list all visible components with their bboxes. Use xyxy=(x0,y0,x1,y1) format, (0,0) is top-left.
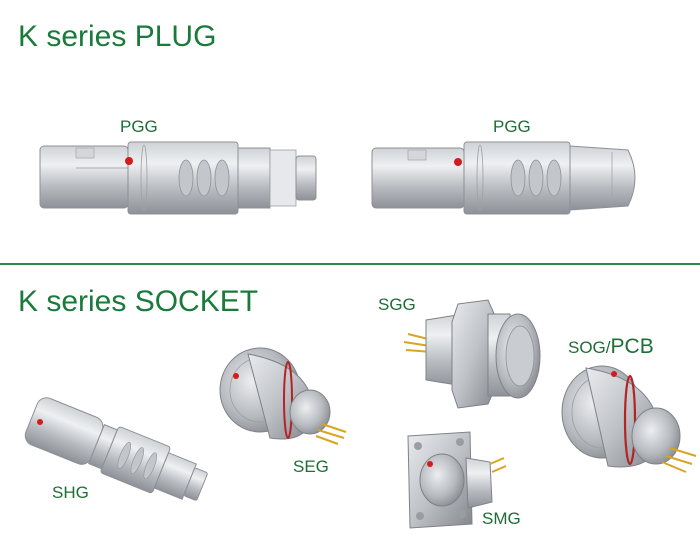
plug-section-title: K series PLUG xyxy=(18,20,217,53)
smg-socket-image xyxy=(407,431,507,529)
shg-socket-image xyxy=(24,397,208,501)
sog-label-prefix: SOG/ xyxy=(568,338,611,357)
seg-label: SEG xyxy=(293,457,329,476)
socket-section-title: K series SOCKET xyxy=(18,285,259,318)
sgg-socket-image xyxy=(403,299,541,409)
sog-pcb-socket-image xyxy=(561,365,697,473)
smg-label: SMG xyxy=(482,509,521,528)
seg-socket-image xyxy=(219,347,347,445)
pcb-label-suffix: PCB xyxy=(610,335,654,358)
pgg-label-left: PGG xyxy=(120,117,158,136)
sog-pcb-label: SOG/PCB xyxy=(568,336,654,357)
section-divider xyxy=(0,263,700,265)
pgg-plug-right-image xyxy=(371,141,636,215)
pgg-plug-left-image xyxy=(39,141,317,215)
sgg-label: SGG xyxy=(378,295,416,314)
pgg-label-right: PGG xyxy=(493,117,531,136)
shg-label: SHG xyxy=(52,483,89,502)
